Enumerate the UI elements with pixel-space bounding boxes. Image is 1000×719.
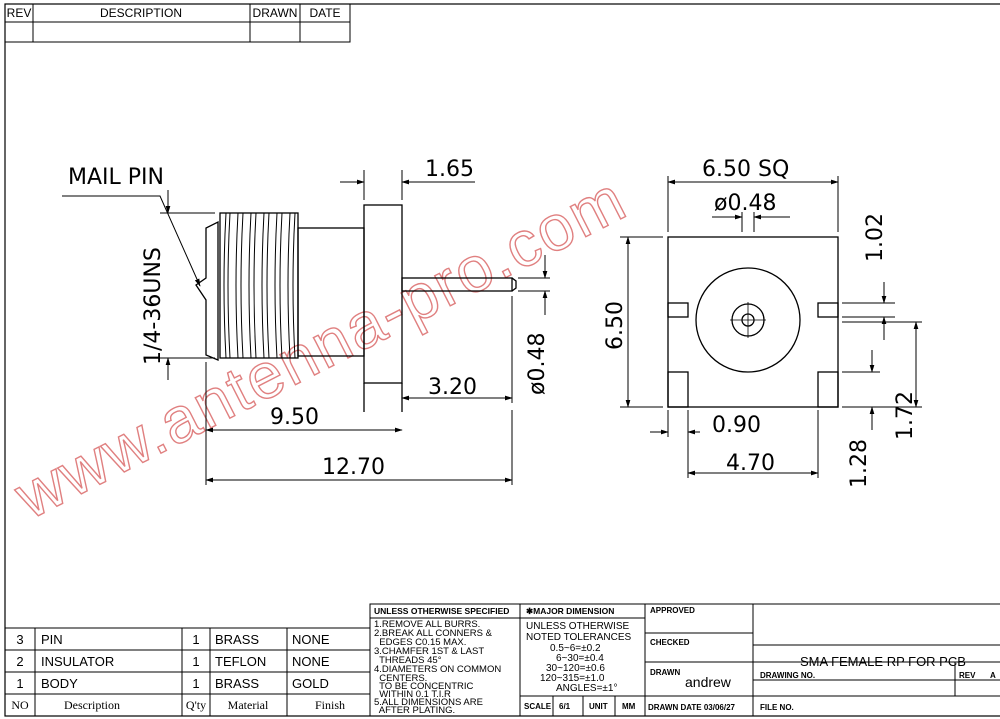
tolerance-line: NOTED TOLERANCES (526, 632, 632, 643)
side-view (195, 204, 517, 412)
tolerance-line: ANGLES=±1° (556, 683, 617, 694)
drawn-date: DRAWN DATE 03/06/27 (648, 703, 736, 712)
bom-header-finish: Finish (315, 698, 345, 712)
drawing-no-label: DRAWING NO. (760, 671, 815, 680)
drawn-header: DRAWN (253, 6, 298, 20)
title-block-frame (369, 603, 1000, 717)
rev-header: REV (7, 6, 32, 20)
dim-flange: 1.65 (425, 157, 474, 182)
note-line: AFTER PLATING. (374, 705, 455, 716)
bom-header-no: NO (11, 698, 29, 712)
note-line: 4.DIAMETERS ON COMMON (374, 664, 501, 675)
dim-0-90: 0.90 (712, 413, 761, 438)
description-header: DESCRIPTION (100, 6, 182, 20)
note-line: TO BE CONCENTRIC (374, 681, 474, 692)
tolerance-line: 120~315=±1.0 (540, 673, 605, 684)
bom-row-3-qty: 1 (192, 632, 199, 647)
bom-row-1-no: 1 (16, 676, 23, 691)
note-line: WITHIN 0.1 T.I.R (374, 689, 451, 700)
file-no-label: FILE NO. (760, 703, 794, 712)
tolerance-lines: UNLESS OTHERWISE NOTED TOLERANCES 0.5~6=… (526, 621, 632, 694)
rev-value: A (990, 671, 996, 680)
unit-label: UNIT (589, 702, 608, 711)
bom-row-1-desc: BODY (41, 676, 78, 691)
mail-pin-label: MAIL PIN (68, 165, 164, 190)
front-view (667, 236, 839, 408)
bom-row-2-no: 2 (16, 654, 23, 669)
dim-1-02: 1.02 (863, 213, 888, 262)
drawn-by: andrew (685, 674, 732, 690)
dim-4-70: 4.70 (726, 451, 775, 476)
approved-label: APPROVED (650, 606, 695, 615)
dim-pin-dia-front: ø0.48 (714, 191, 776, 216)
tolerance-line: 6~30=±0.4 (556, 653, 604, 664)
rev-label: REV (959, 671, 976, 680)
bom-row-2-finish: NONE (292, 654, 330, 669)
bom-row-2-qty: 1 (192, 654, 199, 669)
bom-row-1-finish: GOLD (292, 676, 329, 691)
date-header: DATE (309, 6, 340, 20)
drawn-label: DRAWN (650, 668, 680, 677)
note-line: 1.REMOVE ALL BURRS. (374, 619, 480, 630)
note-line: 2.BREAK ALL CONNERS & (374, 628, 493, 639)
dim-1-72: 1.72 (893, 391, 918, 440)
note-line: EDGES C0.15 MAX. (374, 637, 466, 648)
tolerance-title: ✱MAJOR DIMENSION (526, 606, 614, 616)
note-line: 5.ALL DIMENSIONS ARE (374, 697, 483, 708)
dim-1-28: 1.28 (847, 439, 872, 488)
bom-header-material: Material (228, 698, 269, 712)
dim-height: 6.50 (603, 301, 628, 350)
bom-row-3-finish: NONE (292, 632, 330, 647)
bom-row-3-material: BRASS (215, 632, 259, 647)
dim-body-length: 9.50 (270, 405, 319, 430)
dim-pin-dia-side: ø0.48 (525, 333, 550, 395)
tolerance-line: 30~120=±0.6 (546, 663, 605, 674)
checked-label: CHECKED (650, 638, 690, 647)
bom-row-2-desc: INSULATOR (41, 654, 114, 669)
bom-header-desc: Description (64, 698, 120, 712)
note-line: CENTERS. (374, 673, 427, 684)
bom-row-3-desc: PIN (41, 632, 63, 647)
tolerance-line: UNLESS OTHERWISE (526, 621, 629, 632)
bom-header-qty: Q'ty (186, 698, 206, 712)
scale-value: 6/1 (559, 702, 571, 711)
scale-label: SCALE (524, 702, 552, 711)
tolerance-line: 0.5~6=±0.2 (550, 643, 601, 654)
bom-row-2-material: TEFLON (215, 654, 266, 669)
bom-row-3-no: 3 (16, 632, 23, 647)
note-line: 3.CHAMFER 1ST & LAST (374, 646, 484, 657)
note-line: THREADS 45° (374, 655, 442, 666)
dim-overall-length: 12.70 (322, 455, 385, 480)
notes-lines: 1.REMOVE ALL BURRS. 2.BREAK ALL CONNERS … (374, 619, 501, 716)
revision-block (4, 3, 351, 43)
thread-label: 1/4-36UNS (141, 247, 166, 365)
drawing-title: SMA FEMALE RP FOR PCB (800, 654, 966, 669)
dim-square: 6.50 SQ (702, 157, 789, 182)
unit-value: MM (622, 702, 636, 711)
dim-pin-length: 3.20 (428, 375, 477, 400)
bom-row-1-material: BRASS (215, 676, 259, 691)
notes-title: UNLESS OTHERWISE SPECIFIED (374, 606, 509, 616)
bom-row-1-qty: 1 (192, 676, 199, 691)
